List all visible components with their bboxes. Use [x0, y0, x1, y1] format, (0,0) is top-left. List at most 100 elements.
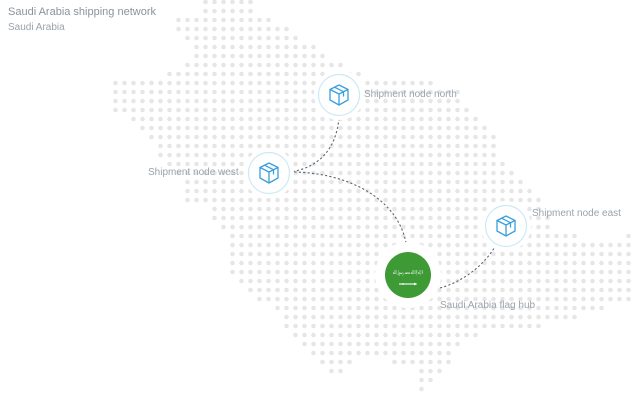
map-dot — [455, 224, 460, 230]
map-dot — [401, 89, 406, 95]
map-dot — [329, 368, 334, 374]
map-dot — [455, 107, 460, 113]
map-dot — [428, 242, 433, 248]
map-dot — [266, 98, 271, 104]
map-dot — [446, 296, 451, 302]
map-dot — [212, 26, 217, 32]
map-dot — [419, 98, 424, 104]
map-dot — [284, 89, 289, 95]
map-dot — [599, 251, 604, 257]
map-dot — [410, 170, 415, 176]
map-dot — [473, 179, 478, 185]
map-dot — [248, 0, 253, 5]
map-dot — [374, 314, 379, 320]
shipment-node-west[interactable] — [244, 148, 294, 198]
map-dot — [194, 26, 199, 32]
map-dot — [221, 71, 226, 77]
map-dot — [419, 305, 424, 311]
map-dot — [464, 305, 469, 311]
map-dot — [203, 44, 208, 50]
map-dot — [446, 152, 451, 158]
map-dot — [509, 269, 514, 275]
map-dot — [437, 125, 442, 131]
map-dot — [446, 278, 451, 284]
map-dot — [149, 98, 154, 104]
map-dot — [428, 152, 433, 158]
map-dot — [374, 125, 379, 131]
map-dot — [239, 179, 244, 185]
map-dot — [257, 107, 262, 113]
map-dot — [293, 215, 298, 221]
map-dot — [275, 116, 280, 122]
map-dot — [518, 287, 523, 293]
map-dot — [527, 260, 532, 266]
map-dot — [410, 161, 415, 167]
map-dot — [185, 161, 190, 167]
map-dot — [356, 161, 361, 167]
map-dot — [545, 314, 550, 320]
map-dot — [293, 188, 298, 194]
map-dot — [455, 116, 460, 122]
map-dot — [491, 278, 496, 284]
map-dot — [365, 107, 370, 113]
hub-saudi-flag[interactable]: لا إله إلا الله محمد رسول الله — [375, 242, 441, 308]
map-dot — [266, 89, 271, 95]
map-dot — [500, 314, 505, 320]
map-dot — [203, 17, 208, 23]
map-dot — [401, 179, 406, 185]
map-dot — [149, 89, 154, 95]
map-dot — [626, 251, 631, 257]
map-dot — [428, 170, 433, 176]
map-dot — [176, 71, 181, 77]
map-dot — [185, 116, 190, 122]
map-dot — [320, 215, 325, 221]
map-dot — [446, 206, 451, 212]
map-dot — [347, 269, 352, 275]
map-dot — [527, 305, 532, 311]
map-dot — [194, 62, 199, 68]
map-dot — [140, 116, 145, 122]
map-dot — [464, 179, 469, 185]
map-dot — [266, 143, 271, 149]
map-dot — [464, 188, 469, 194]
map-dot — [482, 287, 487, 293]
shipment-node-east[interactable] — [481, 201, 531, 251]
map-dot — [176, 26, 181, 32]
package-box-icon — [329, 84, 349, 106]
map-dot — [374, 161, 379, 167]
map-dot — [311, 215, 316, 221]
map-dot — [347, 332, 352, 338]
map-dot — [419, 215, 424, 221]
map-dot — [302, 296, 307, 302]
route-hub-to-east — [439, 244, 497, 289]
map-dot — [185, 134, 190, 140]
map-dot — [338, 188, 343, 194]
map-dot — [266, 197, 271, 203]
map-dot — [347, 188, 352, 194]
map-dot — [311, 242, 316, 248]
map-dot — [356, 116, 361, 122]
map-dot — [473, 224, 478, 230]
map-dot — [329, 179, 334, 185]
map-dot — [221, 107, 226, 113]
map-dot — [266, 287, 271, 293]
map-dot — [230, 44, 235, 50]
map-dot — [473, 170, 478, 176]
map-dot — [590, 260, 595, 266]
map-dot — [626, 260, 631, 266]
map-dot — [374, 188, 379, 194]
map-dot — [392, 170, 397, 176]
shipment-node-north[interactable] — [314, 70, 364, 120]
map-dot — [311, 62, 316, 68]
map-dot — [383, 152, 388, 158]
map-dot — [275, 269, 280, 275]
map-dot — [248, 44, 253, 50]
map-dot — [437, 98, 442, 104]
map-dot — [428, 350, 433, 356]
map-dot — [257, 134, 262, 140]
map-dot — [239, 62, 244, 68]
map-dot — [419, 134, 424, 140]
map-dot — [401, 215, 406, 221]
map-dot — [284, 116, 289, 122]
map-dot — [356, 287, 361, 293]
